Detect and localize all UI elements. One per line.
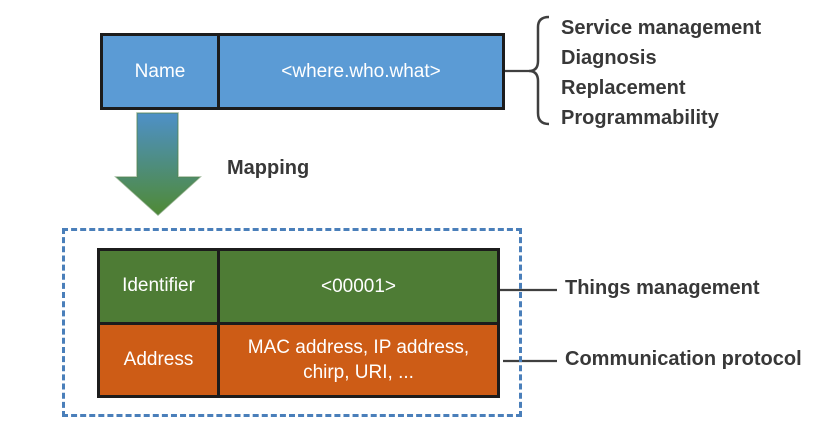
name-box-label: Name	[103, 36, 220, 107]
address-row-label: Address	[100, 324, 220, 395]
address-value-line: chirp, URI, ...	[303, 361, 414, 383]
things-management-label: Things management	[565, 277, 760, 299]
identifier-row-value: <00001>	[320, 275, 397, 297]
brace-icon	[528, 15, 550, 126]
communication-protocol-label: Communication protocol	[565, 348, 802, 370]
identifier-row-label: Identifier	[100, 251, 220, 322]
function-item: Programmability	[561, 107, 719, 129]
function-item: Service management	[561, 17, 762, 39]
name-box: Name <where.who.what>	[100, 33, 505, 110]
down-arrow-icon	[114, 112, 202, 217]
address-value-line: MAC address, IP address,	[247, 336, 470, 358]
function-item: Diagnosis	[561, 47, 657, 69]
mapped-dashed-container	[62, 228, 522, 417]
mapping-label: Mapping	[227, 157, 310, 179]
name-function-list: Service management Diagnosis Replacement…	[561, 13, 761, 133]
mapped-table: Identifier <00001> Address MAC address, …	[97, 248, 500, 398]
address-row-value: MAC address, IP address, chirp, URI, ...	[220, 325, 497, 396]
address-row: Address MAC address, IP address, chirp, …	[100, 324, 497, 396]
identifier-row: Identifier <00001>	[100, 251, 497, 325]
name-box-value: <where.who.what>	[281, 60, 441, 82]
function-item: Replacement	[561, 77, 686, 99]
